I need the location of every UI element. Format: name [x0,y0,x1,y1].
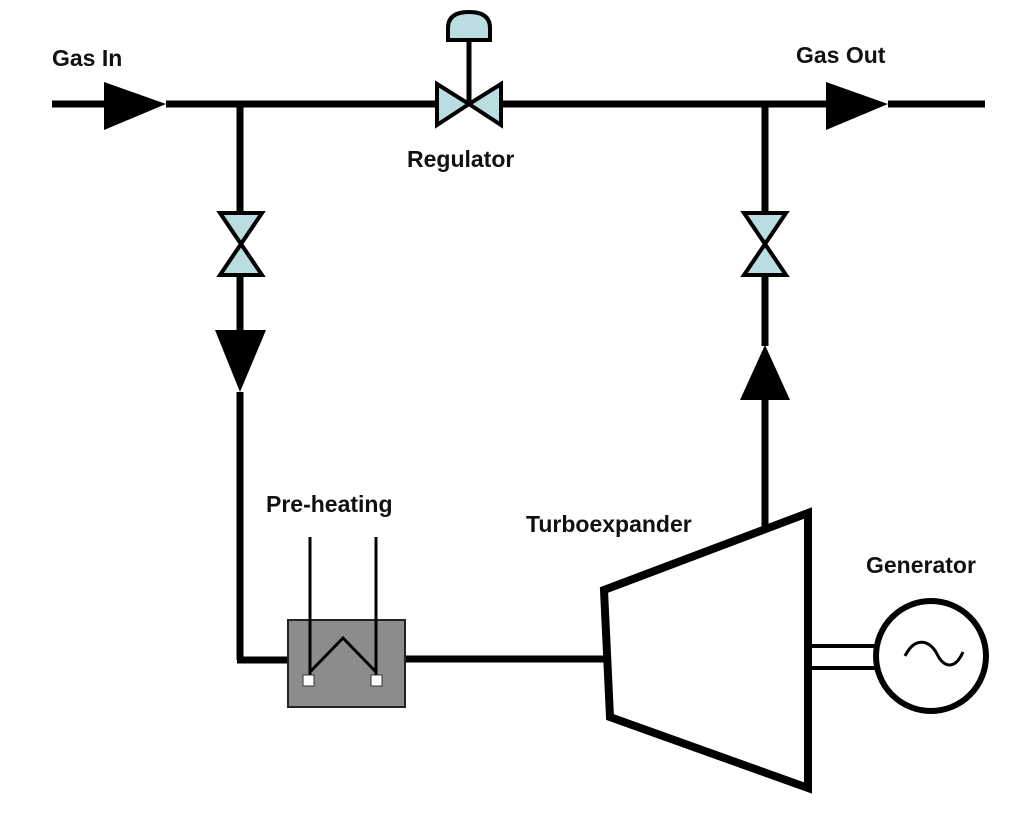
turboexpander-icon [599,507,812,794]
turboexpander-label: Turboexpander [526,511,692,537]
inlet-branch-pipe [236,104,288,664]
gas-in-label: Gas In [52,45,123,71]
preheating-label: Pre-heating [266,491,393,517]
regulator-valve-icon [435,9,503,129]
gas-out-label: Gas Out [796,42,886,68]
generator-label: Generator [866,552,976,578]
gas-in-arrow-icon [104,82,166,130]
preheater-icon [287,537,406,708]
up-flow-arrow-icon [740,345,790,400]
gas-out-arrow-icon [826,82,888,130]
outlet-valve-icon [740,211,790,277]
down-flow-arrow-icon [215,330,266,392]
inlet-valve-icon [216,211,266,277]
regulator-label: Regulator [407,146,515,172]
generator-shaft [808,644,883,670]
generator-icon [873,598,989,714]
